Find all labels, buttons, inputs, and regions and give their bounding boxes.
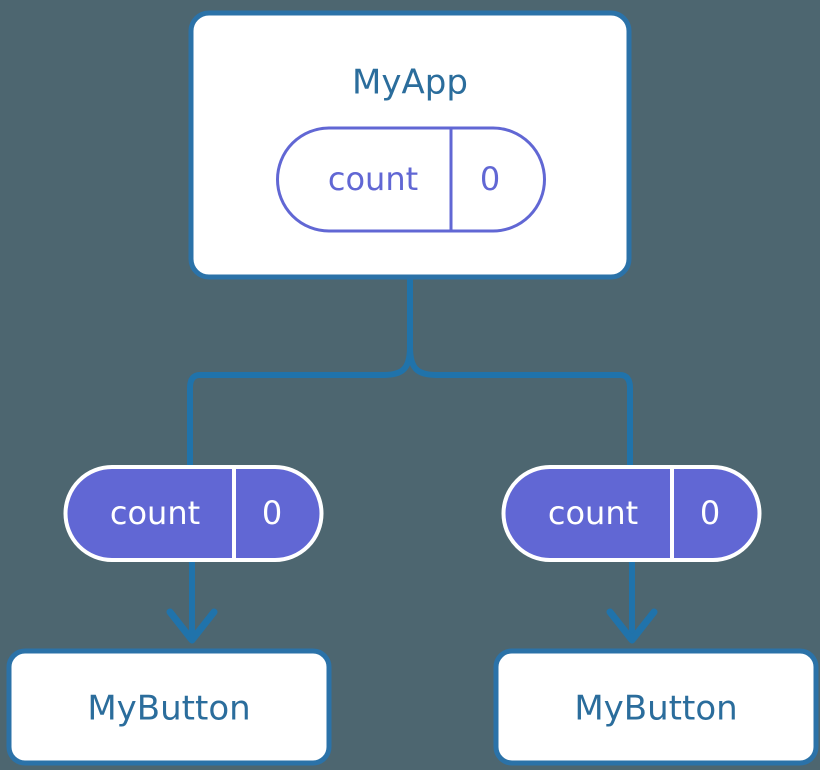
root-state-pill-shape[interactable]	[276, 126, 546, 233]
left-child-component-box[interactable]	[6, 648, 332, 766]
root-component-node[interactable]: MyApp count 0	[188, 10, 632, 280]
root-state-pill[interactable]: count 0	[276, 126, 546, 233]
right-branch-state-pill-shape[interactable]	[501, 465, 762, 562]
connector-group	[166, 278, 658, 644]
right-child-component-node[interactable]: MyButton	[493, 648, 819, 766]
connector-left-branch	[187, 346, 413, 470]
root-state-name: count	[328, 160, 418, 198]
right-child-component-label: MyButton	[574, 689, 737, 729]
connector-right-branch	[407, 346, 633, 470]
right-branch-state-pill[interactable]: count 0	[501, 465, 762, 562]
left-branch-state-value: 0	[262, 494, 282, 532]
right-branch-state-value: 0	[700, 494, 720, 532]
right-child-component-box[interactable]	[493, 648, 819, 766]
left-branch-state-name: count	[110, 494, 200, 532]
right-branch-state-name: count	[548, 494, 638, 532]
left-child-component-node[interactable]: MyButton	[6, 648, 332, 766]
left-branch-state-pill[interactable]: count 0	[63, 465, 324, 562]
left-branch-state-pill-shape[interactable]	[63, 465, 324, 562]
left-child-component-label: MyButton	[87, 689, 250, 729]
root-component-label: MyApp	[352, 63, 468, 103]
connector-left-arrowhead	[166, 608, 218, 644]
connector-right-arrowhead	[606, 608, 658, 644]
root-state-value: 0	[480, 160, 500, 198]
